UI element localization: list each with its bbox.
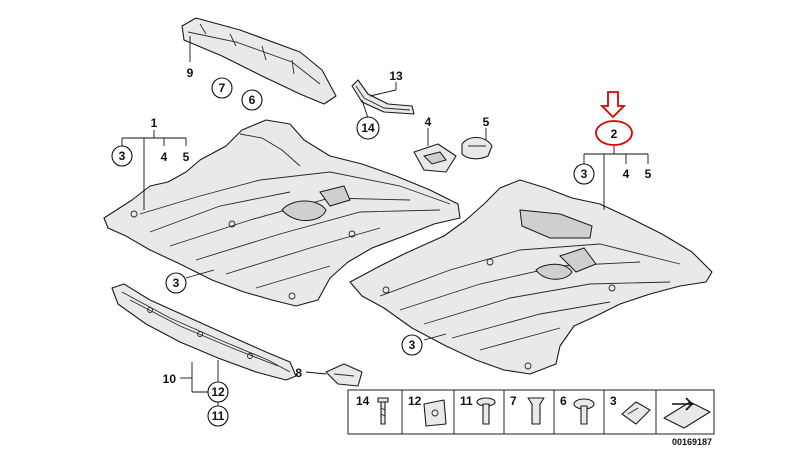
- label-6: 6: [249, 93, 256, 107]
- legend-item-3: 3: [610, 394, 617, 408]
- label-1: 1: [151, 116, 158, 130]
- label-8: 8: [295, 366, 302, 380]
- label-2: 2: [611, 127, 618, 141]
- label-5b: 5: [483, 115, 490, 129]
- label-13: 13: [389, 69, 403, 83]
- callout-labels: 1 4 5 9 13 4 5 2 4 5 10 8: [151, 66, 652, 386]
- part-5-cover: [461, 136, 493, 160]
- part-9-rear-shield: [181, 17, 337, 105]
- legend-item-6: 6: [560, 394, 567, 408]
- label-11: 11: [212, 409, 225, 423]
- label-3b: 3: [581, 167, 588, 181]
- part-2-right-underbody-panel: [349, 179, 713, 375]
- part-10-front-deflector: [111, 283, 297, 381]
- label-14: 14: [361, 121, 375, 135]
- circled-callouts: 3 7 6 14 3 3 3 12 11: [111, 77, 595, 427]
- label-3c: 3: [173, 276, 180, 290]
- drawing-code: 00169187: [672, 437, 712, 447]
- legend-item-11: 11: [460, 394, 473, 408]
- fastener-clip-nut-icon: [423, 399, 447, 427]
- label-5a: 5: [183, 150, 190, 164]
- fastener-speed-nut-icon: [621, 401, 651, 425]
- label-12: 12: [211, 385, 225, 399]
- label-4c: 4: [623, 167, 630, 181]
- label-4a: 4: [161, 150, 168, 164]
- part-1-left-underbody-panel: [103, 119, 461, 307]
- fastener-bolt-icon: [476, 397, 496, 425]
- part-13-bracket: [351, 79, 415, 115]
- label-10: 10: [163, 372, 177, 386]
- fastener-screw-icon: [377, 397, 389, 425]
- fastener-expanding-rivet-icon: [527, 397, 545, 425]
- label-3d: 3: [409, 338, 416, 352]
- fastener-legend: 14 12 11 7 6 3: [347, 389, 715, 435]
- label-3a: 3: [119, 149, 126, 163]
- label-5c: 5: [645, 167, 652, 181]
- legend-item-12: 12: [408, 394, 422, 408]
- part-4-bracket: [413, 143, 457, 173]
- arrow-sheet-icon: [663, 397, 711, 429]
- fastener-washer-screw-icon: [573, 398, 595, 425]
- legend-item-14: 14: [356, 394, 370, 408]
- label-4b: 4: [425, 115, 432, 129]
- part-8-bracket: [325, 363, 363, 387]
- label-7: 7: [219, 81, 226, 95]
- label-9: 9: [187, 66, 194, 80]
- highlight-marker: [595, 91, 633, 146]
- legend-item-7: 7: [510, 394, 517, 408]
